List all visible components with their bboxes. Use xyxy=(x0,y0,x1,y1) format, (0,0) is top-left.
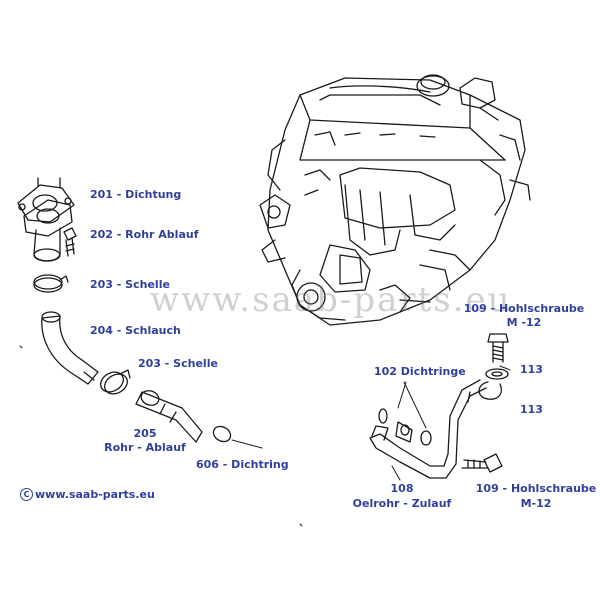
part-204-hose xyxy=(41,311,99,385)
label-113-a: 113 xyxy=(520,363,543,376)
part-203-clamp-top xyxy=(33,274,69,293)
label-102: 102 Dichtringe xyxy=(374,365,466,378)
part-205-drain-tube xyxy=(135,390,203,443)
label-606: 606 - Dichtring xyxy=(196,458,289,471)
watermark-text: www.saab-parts.eu xyxy=(150,280,512,320)
part-109-banjo-bolt-bottom xyxy=(461,453,503,473)
part-606-seal-ring xyxy=(212,425,232,443)
label-108-number: 108 xyxy=(390,482,414,495)
engine-block-illustration xyxy=(259,74,531,326)
label-203-bottom: 203 - Schelle xyxy=(138,357,218,370)
label-113-b: 113 xyxy=(520,403,543,416)
part-201-gasket xyxy=(17,177,75,223)
part-108-oil-feed-pipe xyxy=(369,379,502,479)
part-202-outlet-pipe xyxy=(23,199,77,262)
label-205-number: 205 xyxy=(133,427,157,440)
label-109-top-line2: M -12 xyxy=(506,316,542,329)
part-203-clamp-bottom xyxy=(100,369,131,395)
label-205-name: Rohr - Ablauf xyxy=(104,441,186,454)
copyright-link-text[interactable]: www.saab-parts.eu xyxy=(35,488,155,501)
label-109-bottom-line2: M-12 xyxy=(520,497,552,510)
label-109-top-line1: 109 - Hohlschraube xyxy=(463,302,585,315)
label-201: 201 - Dichtung xyxy=(90,188,182,201)
label-202: 202 - Rohr Ablauf xyxy=(90,228,199,241)
copyright-icon: C xyxy=(20,488,33,501)
label-204: 204 - Schlauch xyxy=(90,324,181,337)
part-109-banjo-bolt-top xyxy=(487,333,509,363)
part-102-seal-rings xyxy=(378,408,432,446)
label-109-bottom-line1: 109 - Hohlschraube xyxy=(475,482,597,495)
label-108-name: Oelrohr - Zulauf xyxy=(352,497,452,510)
label-203-top: 203 - Schelle xyxy=(90,278,170,291)
part-113-washer-a xyxy=(485,368,509,380)
